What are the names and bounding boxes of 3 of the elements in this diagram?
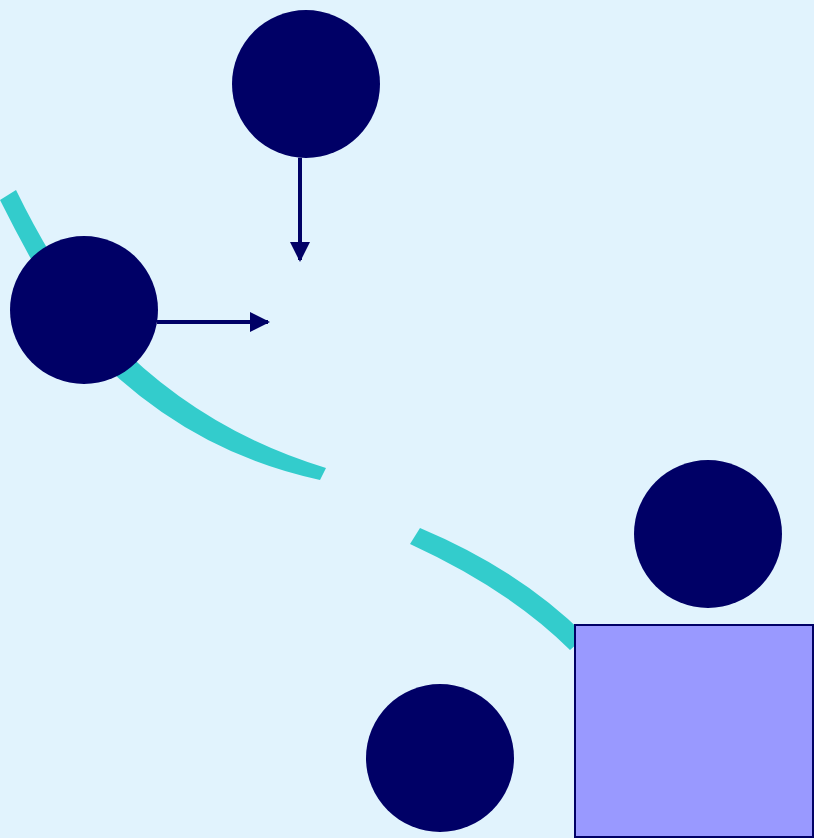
block-rectangle <box>574 624 814 838</box>
arrow <box>157 312 270 332</box>
arrow <box>290 157 310 262</box>
